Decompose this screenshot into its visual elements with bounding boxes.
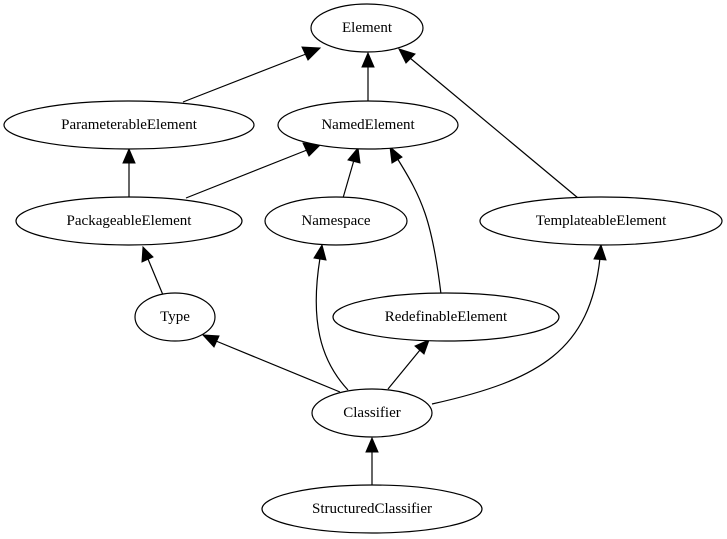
- node-element: Element: [310, 3, 424, 53]
- edge-namedelement-to-element: [361, 51, 375, 103]
- node-structuredclassifier-label: StructuredClassifier: [312, 501, 432, 517]
- node-type: Type: [134, 292, 216, 342]
- node-type-label: Type: [160, 309, 190, 325]
- node-namespace-label: Namespace: [301, 213, 370, 229]
- node-classifier: Classifier: [311, 388, 433, 438]
- edge-classifier-to-type: [201, 334, 341, 393]
- node-parameterableelement-label: ParameterableElement: [61, 117, 198, 133]
- edge-redefinableelement-to-namedelement: [389, 145, 442, 295]
- edge-classifier-to-namespace: [313, 243, 349, 391]
- edge-namespace-to-namedelement: [342, 146, 361, 199]
- node-structuredclassifier: StructuredClassifier: [261, 484, 483, 534]
- edges: [122, 46, 607, 486]
- edge-type-to-packageableelement: [141, 245, 164, 296]
- nodes: Element ParameterableElement NamedElemen…: [3, 3, 723, 534]
- node-parameterableelement: ParameterableElement: [3, 100, 255, 150]
- edge-classifier-to-redefinableelement: [387, 339, 430, 390]
- node-packageableelement: PackageableElement: [15, 196, 243, 246]
- node-packageableelement-label: PackageableElement: [67, 213, 193, 229]
- edge-packageableelement-to-parameterableelement: [122, 147, 136, 198]
- edge-classifier-to-templateableelement: [431, 243, 607, 405]
- node-element-label: Element: [342, 20, 393, 36]
- node-namespace: Namespace: [264, 196, 408, 246]
- edge-templateableelement-to-element: [398, 48, 579, 199]
- node-namedelement: NamedElement: [277, 100, 459, 150]
- node-redefinableelement: RedefinableElement: [332, 292, 560, 342]
- node-redefinableelement-label: RedefinableElement: [385, 309, 508, 325]
- edge-structuredclassifier-to-classifier: [365, 436, 379, 486]
- node-templateableelement-label: TemplateableElement: [536, 213, 667, 229]
- edge-parameterableelement-to-element: [182, 46, 322, 103]
- edge-packageableelement-to-namedelement: [185, 142, 323, 199]
- node-namedelement-label: NamedElement: [321, 117, 415, 133]
- node-templateableelement: TemplateableElement: [479, 196, 723, 246]
- node-classifier-label: Classifier: [343, 405, 401, 421]
